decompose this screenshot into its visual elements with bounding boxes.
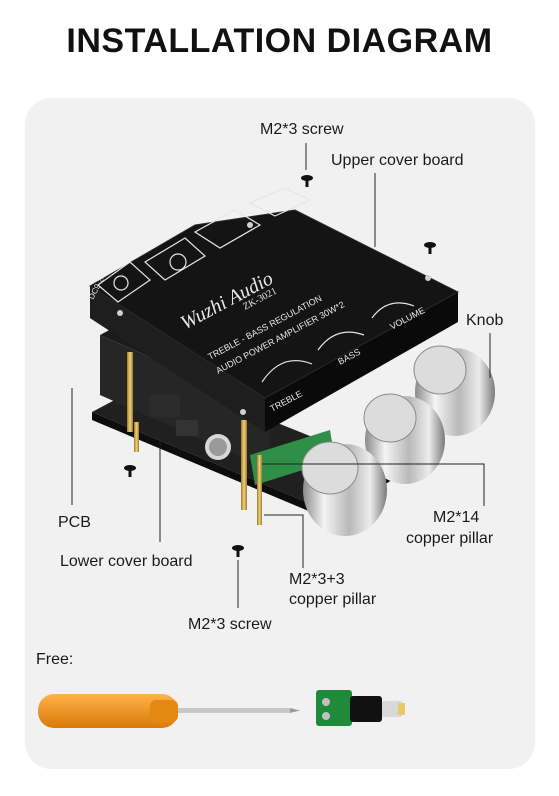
board-print-graphics [97,187,415,383]
label-upper-cover-board: Upper cover board [331,152,464,169]
label-pcb: PCB [58,514,91,531]
dc-connector-icon [316,690,405,726]
free-label: Free: [36,651,74,668]
knob-treble [301,441,387,536]
screwdriver-icon [38,694,300,728]
label-m2-3-3: M2*3+3 [289,571,345,588]
knob-bass [363,393,445,484]
label-lower-cover-board: Lower cover board [60,553,193,570]
page-title: INSTALLATION DIAGRAM [66,22,493,60]
screw-icon [232,545,244,557]
label-m2-14-copper-pillar: copper pillar [406,530,494,547]
copper-pillars [127,352,262,525]
label-m2-14: M2*14 [433,509,480,526]
label-m2-3-3-copper-pillar: copper pillar [289,591,377,608]
loose-screws [124,175,436,557]
screw-icon [124,465,136,477]
upper-cover-board-shape [89,209,460,432]
label-bottom-screw: M2*3 screw [188,616,272,633]
board-screw-holes [117,222,431,415]
label-top-screw: M2*3 screw [260,121,344,138]
screw-icon [301,175,313,187]
leader-lines [71,143,491,608]
screw-icon [424,242,436,254]
label-knob: Knob [466,312,504,329]
